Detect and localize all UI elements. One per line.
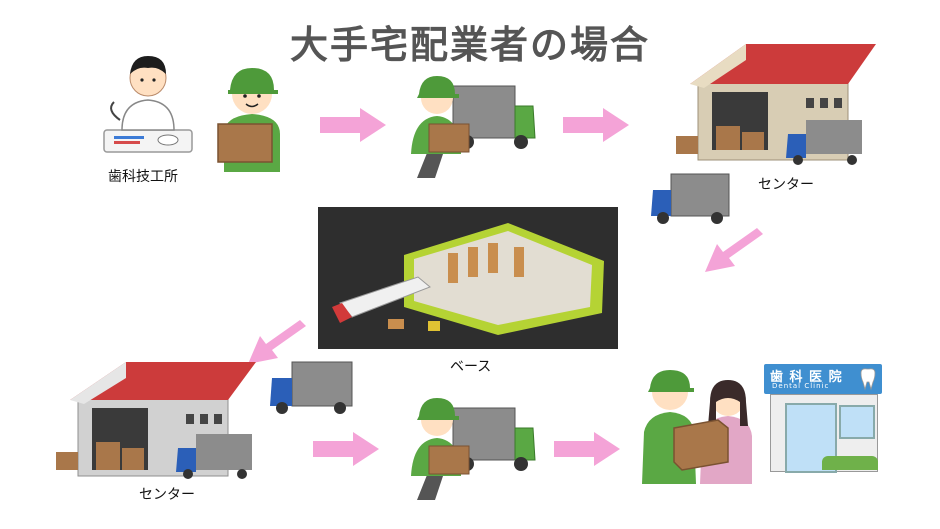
clinic-door xyxy=(785,403,837,473)
courier-with-box-illustration xyxy=(217,68,280,172)
dental-technician-illustration xyxy=(103,56,193,153)
clinic-sign-subtitle: Dental Clinic xyxy=(772,382,830,390)
arrow-right-2 xyxy=(563,108,629,142)
arrow-right-1 xyxy=(320,108,386,142)
arrow-right-4 xyxy=(554,432,620,466)
center-top-label: センター xyxy=(758,177,814,193)
arrow-down-left-1 xyxy=(705,228,763,272)
package-handover-illustration xyxy=(642,370,752,484)
arrow-right-3 xyxy=(313,432,379,466)
clinic-window xyxy=(839,405,875,439)
courier-running-truck-bottom xyxy=(411,398,536,500)
center-warehouse-bottom xyxy=(56,362,256,479)
courier-running-truck-top xyxy=(411,76,536,178)
clinic-sign-name: 歯 科 医 院 xyxy=(770,370,843,385)
tooth-icon xyxy=(860,368,876,391)
center-bottom-label: センター xyxy=(139,487,195,503)
lab-label: 歯科技工所 xyxy=(108,169,178,185)
center-warehouse-top xyxy=(676,44,876,165)
blue-truck-top xyxy=(651,173,730,224)
clinic-sign: 歯 科 医 院 Dental Clinic xyxy=(764,364,882,394)
base-warehouse-illustration xyxy=(318,207,618,349)
dental-clinic-building: 歯 科 医 院 Dental Clinic xyxy=(764,364,882,476)
blue-truck-bottom xyxy=(270,361,353,414)
arrow-down-left-2 xyxy=(248,320,306,364)
base-label: ベース xyxy=(450,359,492,375)
clinic-shrubs xyxy=(822,456,878,470)
page-title: 大手宅配業者の場合 xyxy=(289,23,650,67)
